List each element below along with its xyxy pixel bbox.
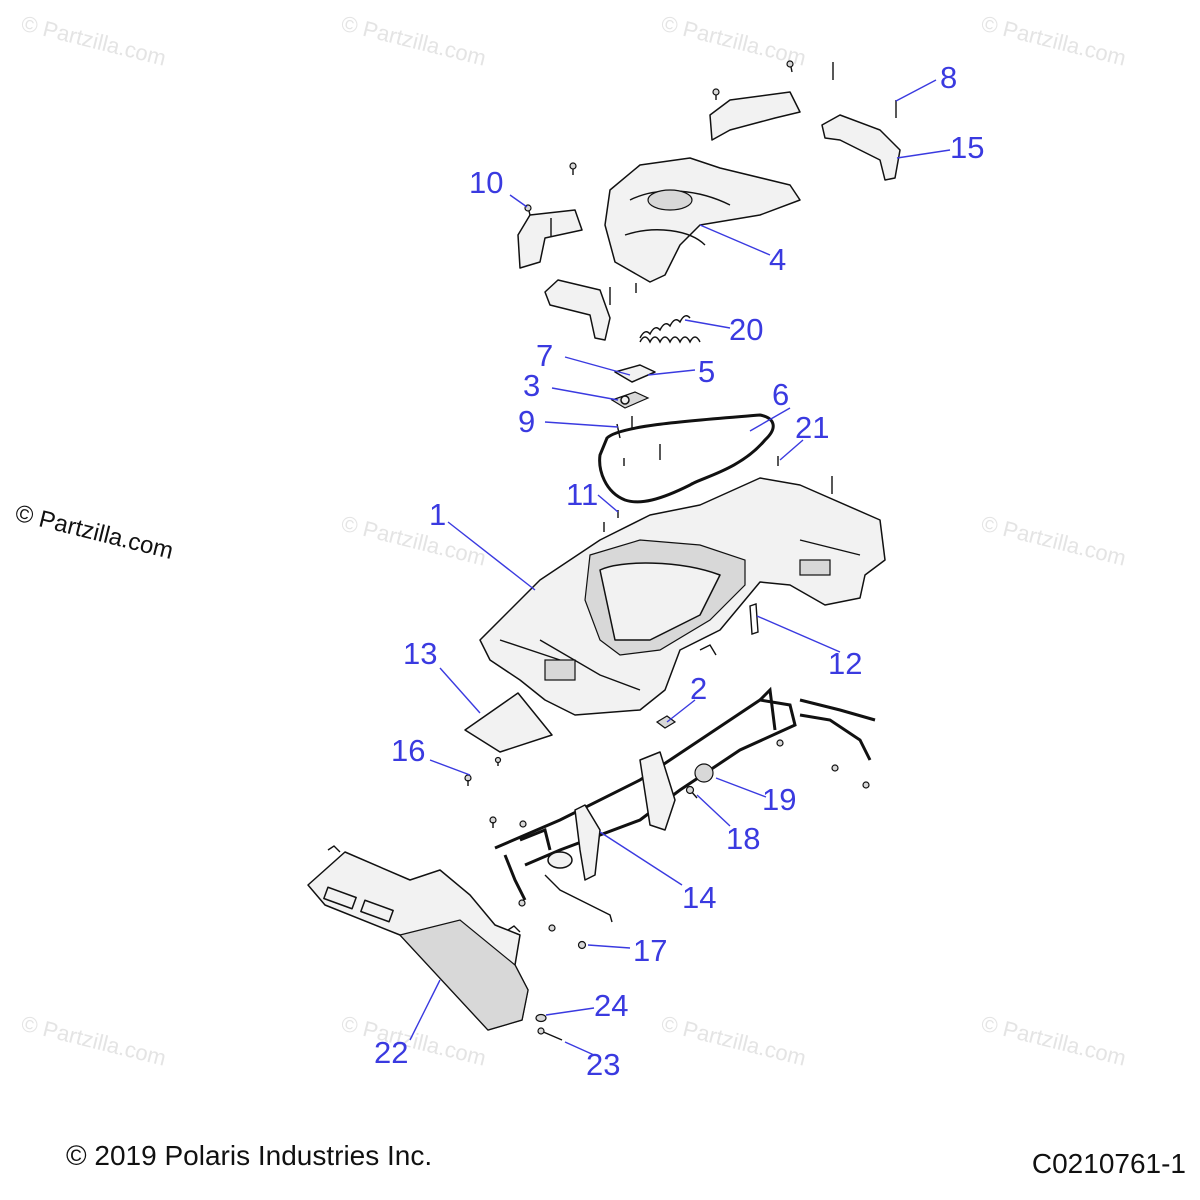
callout-4: 4 [769,242,786,277]
watermark: © Partzilla.com [19,1011,169,1071]
watermark: © Partzilla.com [659,1011,809,1071]
watermark: © Partzilla.com [339,11,489,71]
watermarks: © Partzilla.com © Partzilla.com © Partzi… [13,11,1129,1071]
callout-5: 5 [698,354,715,389]
watermark: © Partzilla.com [979,511,1129,571]
watermark: © Partzilla.com [339,511,489,571]
callout-7: 7 [536,338,553,373]
part-panel [464,692,553,766]
part-rear-fender [479,477,886,716]
part-rack-brackets [517,91,901,341]
diagram-code: C0210761-1 [1031,1148,1186,1179]
watermark: © Partzilla.com [659,11,809,71]
part-fasteners-bottom [535,1013,563,1041]
callouts: 8 15 10 4 20 7 5 3 6 9 21 11 1 12 13 2 1… [374,60,984,1082]
callout-1: 1 [429,497,446,532]
side-watermark: © Partzilla.com [13,500,176,565]
callout-18: 18 [726,821,760,856]
callout-2: 2 [690,671,707,706]
callout-24: 24 [594,988,628,1023]
callout-3: 3 [523,368,540,403]
callout-10: 10 [469,165,503,200]
part-bolts-top [524,60,897,305]
part-mud-flap [307,845,529,1031]
part-bolts-lower [464,774,527,828]
callout-12: 12 [828,646,862,681]
copyright-text: © 2019 Polaris Industries Inc. [66,1140,433,1171]
part-rack-top [604,157,801,283]
part-latch-assembly [610,364,656,439]
callout-9: 9 [518,404,535,439]
watermark: © Partzilla.com [979,11,1129,71]
part-frame [494,686,876,932]
part-seal [598,413,833,532]
part-spring [639,315,701,344]
callout-15: 15 [950,130,984,165]
callout-20: 20 [729,312,763,347]
callout-8: 8 [940,60,957,95]
watermark: © Partzilla.com [979,1011,1129,1071]
watermark: © Partzilla.com [19,11,169,71]
callout-21: 21 [795,410,829,445]
watermark: © Partzilla.com [339,1011,489,1071]
callout-13: 13 [403,636,437,671]
callout-16: 16 [391,733,425,768]
callout-23: 23 [586,1047,620,1082]
callout-11: 11 [566,477,598,512]
part-nut [577,940,587,950]
callout-22: 22 [374,1035,408,1070]
callout-6: 6 [772,377,789,412]
callout-19: 19 [762,782,796,817]
callout-14: 14 [682,880,716,915]
callout-17: 17 [633,933,667,968]
leader-lines [409,79,951,1056]
